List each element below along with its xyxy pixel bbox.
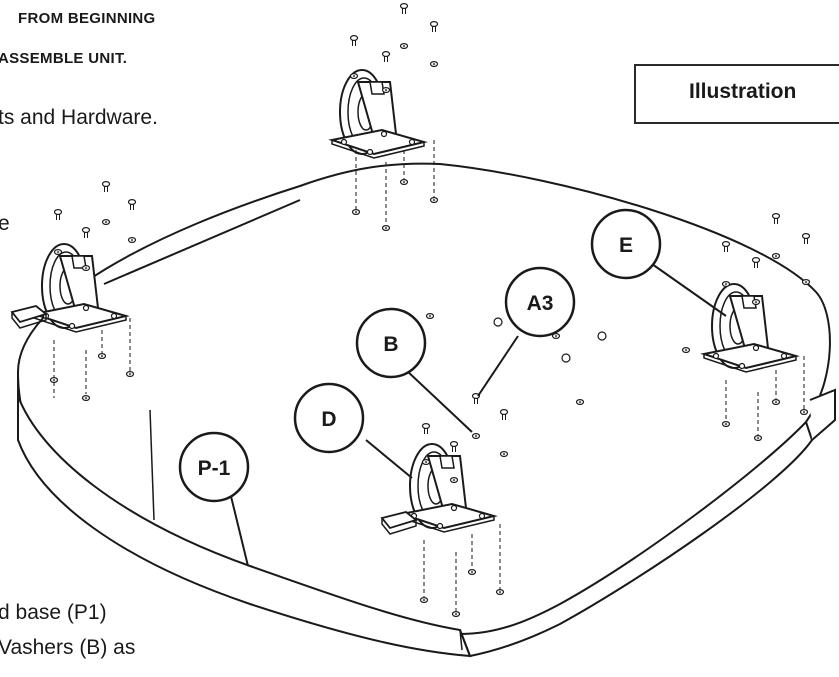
header-line-1: FROM BEGINNING <box>18 10 156 27</box>
base-instruction-text: d base (P1) <box>0 601 107 624</box>
instruction-fragment: e <box>0 212 10 235</box>
callout-e: E <box>590 208 662 280</box>
illustration-box: Illustration <box>634 64 839 124</box>
header-line-2: ASSEMBLE UNIT. <box>0 50 128 67</box>
callout-a3-label: A3 <box>527 292 554 315</box>
caster-front <box>381 393 509 618</box>
callout-d: D <box>293 382 365 454</box>
caster-top <box>331 2 439 231</box>
callout-e-label: E <box>619 234 633 257</box>
callout-b: B <box>355 307 427 379</box>
illustration-label: Illustration <box>689 80 797 103</box>
parts-hardware-text: ts and Hardware. <box>0 106 158 129</box>
callout-p1-label: P-1 <box>198 457 231 480</box>
callout-p1: P-1 <box>178 431 250 503</box>
callout-a3: A3 <box>504 266 576 338</box>
caster-left <box>11 181 137 401</box>
caster-right <box>703 213 811 441</box>
washers-instruction-text: Vashers (B) as <box>0 636 136 659</box>
callout-d-label: D <box>321 408 336 431</box>
callout-b-label: B <box>383 333 398 356</box>
base-board-p1 <box>16 162 836 658</box>
